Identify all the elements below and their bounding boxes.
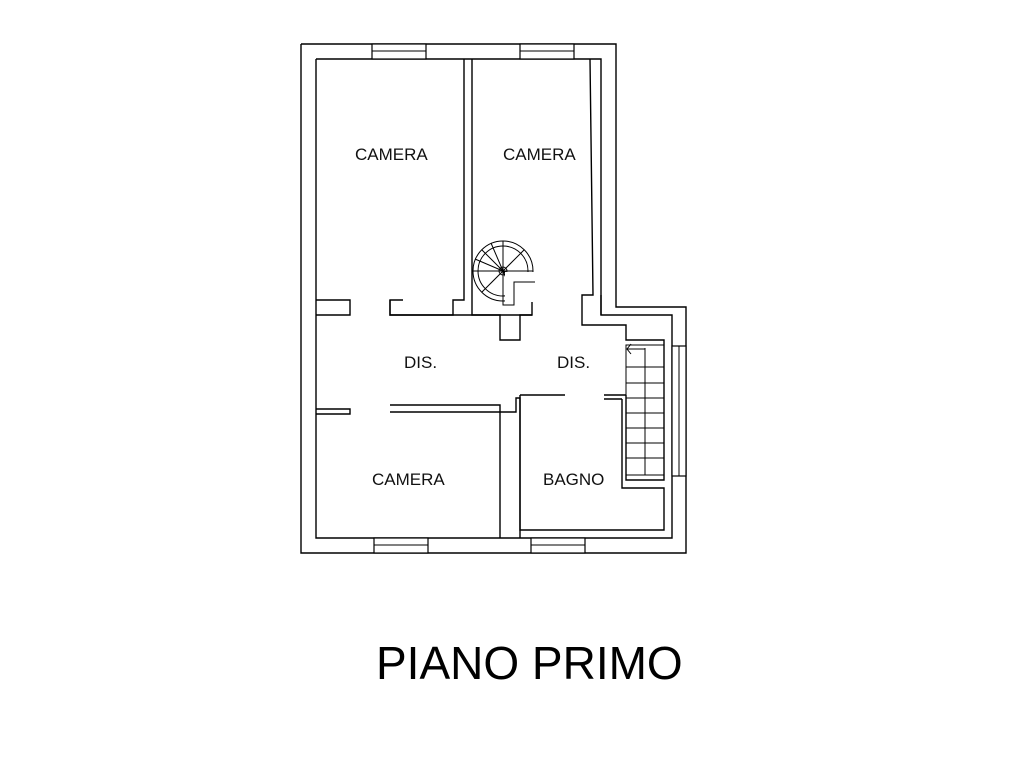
outer-walls [300, 43, 687, 554]
spiral-staircase-icon [472, 240, 535, 306]
window-bottom-left [373, 537, 429, 554]
floor-plan-title: PIANO PRIMO [376, 637, 683, 689]
window-right [671, 345, 687, 477]
partition-left-camera-dis [316, 299, 532, 341]
window-top-right [519, 43, 575, 60]
bagno-walls [519, 395, 665, 531]
room-label-bagno: BAGNO [543, 470, 604, 489]
room-label-camera-top-right: CAMERA [503, 145, 576, 164]
window-top-left [371, 43, 427, 60]
room-label-dis-right: DIS. [557, 353, 590, 372]
partition-right-camera [581, 58, 665, 481]
room-label-camera-top-left: CAMERA [355, 145, 428, 164]
room-label-camera-bottom: CAMERA [372, 470, 445, 489]
window-bottom-right [530, 537, 586, 554]
straight-staircase-icon [625, 343, 665, 476]
partition-dis-camera-bottom [316, 394, 626, 538]
room-label-dis-left: DIS. [404, 353, 437, 372]
